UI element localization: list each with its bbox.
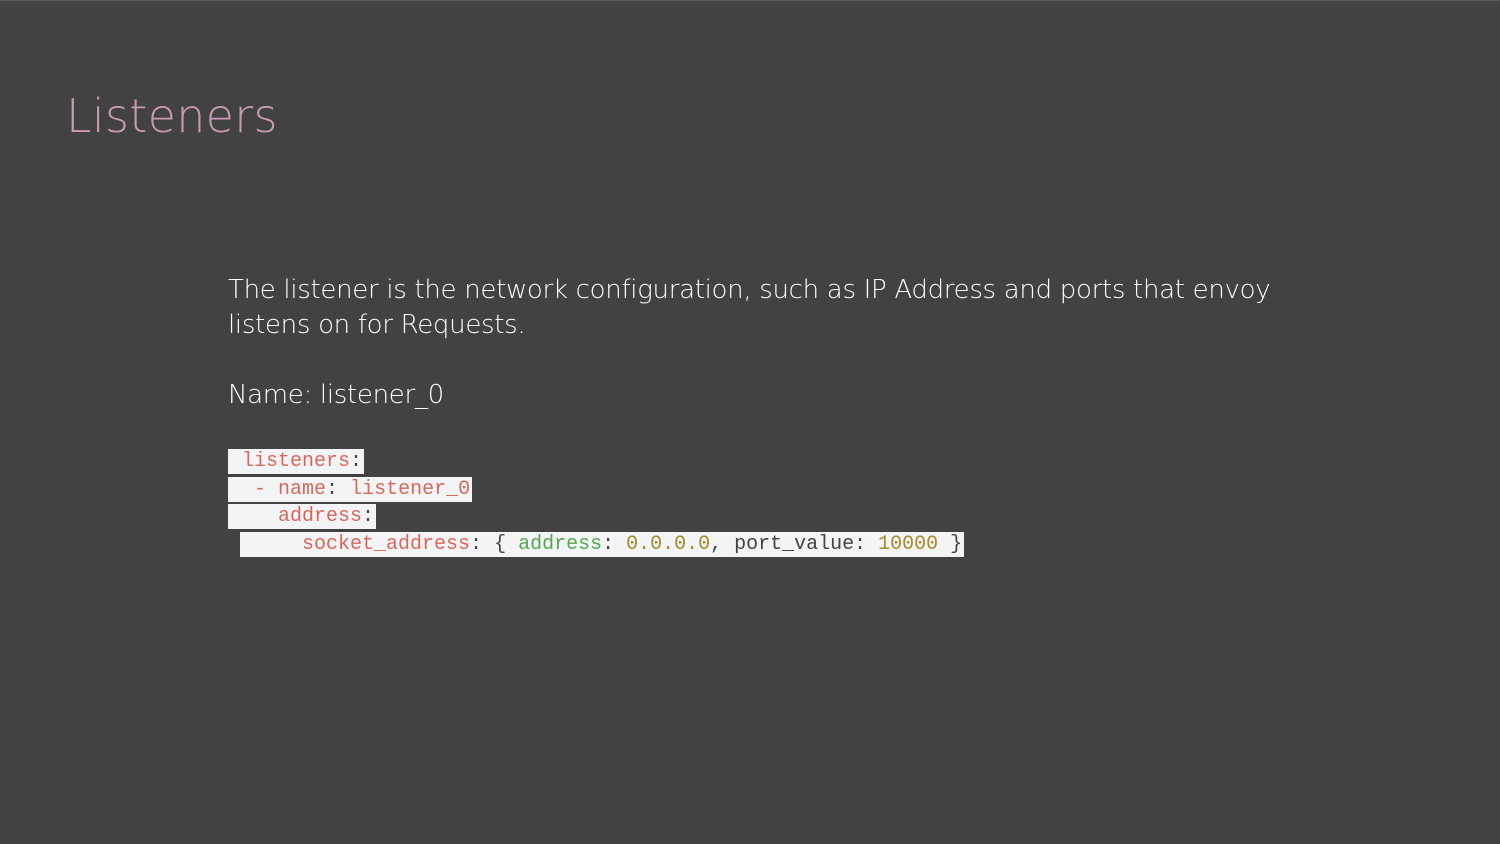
slide-title: Listeners — [66, 89, 278, 143]
code-value-listener: listener_0 — [350, 477, 471, 501]
code-dash: - — [254, 477, 279, 501]
code-key-name: name — [278, 477, 327, 501]
code-block: listeners: - name: listener_0 address: s… — [228, 448, 965, 559]
code-brace-open: : { — [470, 532, 519, 556]
code-line-1: listeners: — [228, 448, 964, 476]
code-colon: : — [350, 450, 363, 473]
code-colon: : — [362, 505, 375, 528]
listener-name-line: Name: listener_0 — [228, 380, 444, 410]
slide-description: The listener is the network configuratio… — [228, 275, 1271, 340]
code-key-inner-address: address — [518, 532, 603, 556]
code-value-ip: 0.0.0.0 — [626, 532, 711, 556]
code-line-4: socket_address: { address: 0.0.0.0, port… — [228, 531, 965, 559]
code-key-listeners: listeners — [242, 450, 351, 473]
code-key-address: address — [278, 505, 363, 528]
code-colon: : — [326, 477, 351, 501]
code-value-port: 10000 — [878, 532, 939, 556]
code-line-3: address: — [228, 503, 964, 531]
code-port-key: , port_value: — [710, 532, 879, 556]
code-key-socket-address: socket_address — [302, 532, 471, 556]
code-line-2: - name: listener_0 — [228, 476, 964, 504]
code-colon: : — [602, 532, 627, 556]
code-brace-close: } — [938, 532, 963, 556]
